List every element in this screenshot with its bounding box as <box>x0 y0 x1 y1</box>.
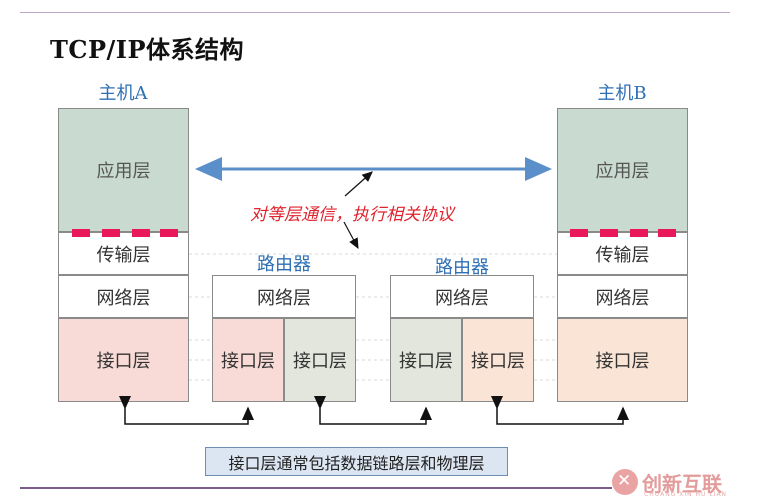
router-1-interface-left: 接口层 <box>212 318 284 402</box>
host-a-boundary-mark <box>72 229 90 237</box>
host-b-application-layer: 应用层 <box>557 108 688 232</box>
host-a-interface-layer: 接口层 <box>58 318 189 402</box>
host-b-boundary-mark <box>570 229 588 237</box>
host-b-interface-layer: 接口层 <box>557 318 688 402</box>
page-title: TCP/IP体系结构 <box>50 35 245 64</box>
host-b-network-layer: 网络层 <box>557 275 688 318</box>
router-2-label: 路由器 <box>435 257 489 278</box>
interface-layer-note: 接口层通常包括数据链路层和物理层 <box>205 447 508 476</box>
router-2-interface-left: 接口层 <box>390 318 462 402</box>
host-b-label: 主机B <box>597 83 647 104</box>
host-b-boundary-mark <box>658 229 676 237</box>
host-a-boundary-mark <box>160 229 178 237</box>
link-router-1-router-2 <box>314 396 432 425</box>
link-host-a-router-1 <box>119 396 254 425</box>
host-b-transport-layer: 传输层 <box>557 232 688 275</box>
watermark-text: 创新互联 <box>642 472 722 496</box>
host-b-boundary-mark <box>630 229 648 237</box>
host-a-boundary-mark <box>132 229 150 237</box>
watermark-subtext: CHUANG XIN HU LIAN <box>644 491 728 498</box>
link-router-2-host-b <box>491 396 629 425</box>
watermark-icon: ✕ <box>612 469 638 495</box>
callout-arrow-down <box>343 221 359 250</box>
callout-arrow-up <box>344 171 373 197</box>
router-1-interface-right: 接口层 <box>284 318 356 402</box>
bottom-rule <box>20 487 740 489</box>
router-1-network-layer: 网络层 <box>212 275 356 318</box>
router-2-interface-right: 接口层 <box>462 318 534 402</box>
host-a-label: 主机A <box>98 83 148 104</box>
host-a-transport-layer: 传输层 <box>58 232 189 275</box>
host-a-network-layer: 网络层 <box>58 275 189 318</box>
router-1-label: 路由器 <box>257 254 311 275</box>
host-b-boundary-mark <box>600 229 618 237</box>
router-2-network-layer: 网络层 <box>390 275 534 318</box>
peer-communication-note: 对等层通信，执行相关协议 <box>250 205 454 225</box>
top-rule <box>20 12 730 13</box>
host-a-application-layer: 应用层 <box>58 108 189 232</box>
watermark-logo: ✕ 创新互联 CHUANG XIN HU LIAN <box>612 466 752 500</box>
host-a-boundary-mark <box>102 229 120 237</box>
